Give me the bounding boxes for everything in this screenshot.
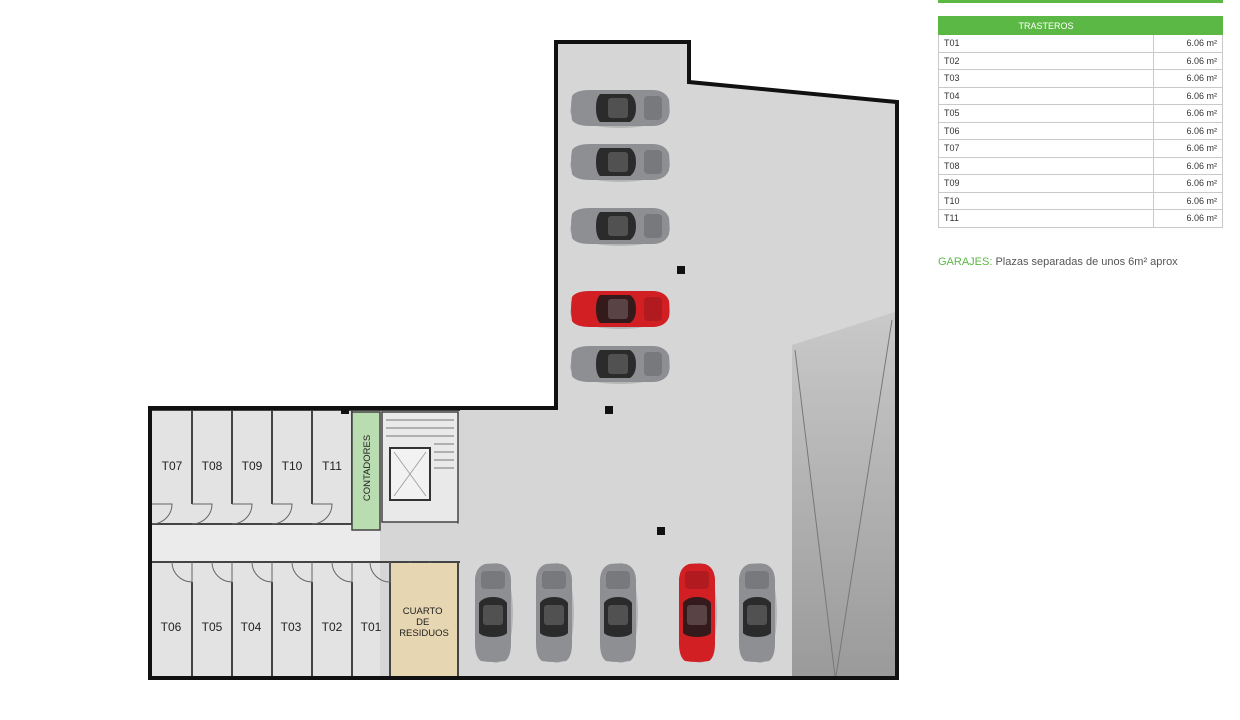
grey-car bbox=[600, 563, 638, 663]
meters-room-label: CONTADORES bbox=[362, 435, 373, 501]
storage-room-label: T11 bbox=[322, 459, 342, 473]
red-car bbox=[679, 563, 717, 663]
storage-id-cell: T08 bbox=[938, 156, 1154, 175]
storage-area-cell: 6.06 m² bbox=[1153, 104, 1223, 123]
storage-id-cell: T06 bbox=[938, 121, 1154, 140]
storage-room-label: T03 bbox=[281, 620, 302, 634]
table-top-accent bbox=[938, 0, 1223, 3]
storage-id-cell: T02 bbox=[938, 51, 1154, 70]
storage-room-label: T01 bbox=[361, 620, 382, 634]
storage-corridor bbox=[152, 524, 380, 562]
storage-id-cell: T03 bbox=[938, 69, 1154, 88]
storage-id-cell: T05 bbox=[938, 104, 1154, 123]
grey-car bbox=[475, 563, 513, 663]
waste-room-label: CUARTO DE RESIDUOS bbox=[399, 606, 449, 639]
storage-table-area-heading bbox=[1153, 16, 1223, 35]
red-car bbox=[570, 291, 670, 329]
storage-area-cell: 6.06 m² bbox=[1153, 121, 1223, 140]
storage-room-label: T04 bbox=[241, 620, 262, 634]
grey-car bbox=[739, 563, 777, 663]
outer-walls bbox=[148, 40, 899, 680]
storage-area-cell: 6.06 m² bbox=[1153, 174, 1223, 193]
grey-car bbox=[570, 144, 670, 182]
storage-area-cell: 6.06 m² bbox=[1153, 51, 1223, 70]
stair-core bbox=[381, 411, 459, 523]
waste-room bbox=[391, 563, 457, 677]
storage-id-cell: T10 bbox=[938, 191, 1154, 210]
access-ramp bbox=[792, 312, 895, 678]
storage-id-cell: T11 bbox=[938, 209, 1154, 228]
storage-room-label: T08 bbox=[202, 459, 223, 473]
garage-note-key: GARAJES: bbox=[938, 256, 993, 268]
storage-room-label: T09 bbox=[242, 459, 263, 473]
storage-area-cell: 6.06 m² bbox=[1153, 209, 1223, 228]
storage-table-header: TRASTEROS bbox=[938, 16, 1223, 35]
structural-columns bbox=[341, 266, 685, 535]
storage-table-title: TRASTEROS bbox=[938, 16, 1154, 35]
meters-room bbox=[351, 411, 381, 531]
storage-room-label: T07 bbox=[162, 459, 183, 473]
storage-area-cell: 6.06 m² bbox=[1153, 34, 1223, 53]
storage-id-cell: T01 bbox=[938, 34, 1154, 53]
garage-note-text: Plazas separadas de unos 6m² aprox bbox=[995, 256, 1178, 268]
grey-car bbox=[536, 563, 574, 663]
storage-id-cell: T07 bbox=[938, 139, 1154, 158]
storage-room-label: T06 bbox=[161, 620, 182, 634]
storage-area-cell: 6.06 m² bbox=[1153, 139, 1223, 158]
storage-id-cell: T04 bbox=[938, 86, 1154, 105]
storage-area-cell: 6.06 m² bbox=[1153, 156, 1223, 175]
storage-area-cell: 6.06 m² bbox=[1153, 69, 1223, 88]
storage-room-label: T05 bbox=[202, 620, 223, 634]
storage-id-cell: T09 bbox=[938, 174, 1154, 193]
storage-room-label: T10 bbox=[282, 459, 303, 473]
storage-area-cell: 6.06 m² bbox=[1153, 86, 1223, 105]
grey-car bbox=[570, 90, 670, 128]
storage-area-cell: 6.06 m² bbox=[1153, 191, 1223, 210]
grey-car bbox=[570, 346, 670, 384]
storage-room-label: T02 bbox=[322, 620, 343, 634]
grey-car bbox=[570, 208, 670, 246]
garage-note: GARAJES: Plazas separadas de unos 6m² ap… bbox=[938, 256, 1178, 268]
